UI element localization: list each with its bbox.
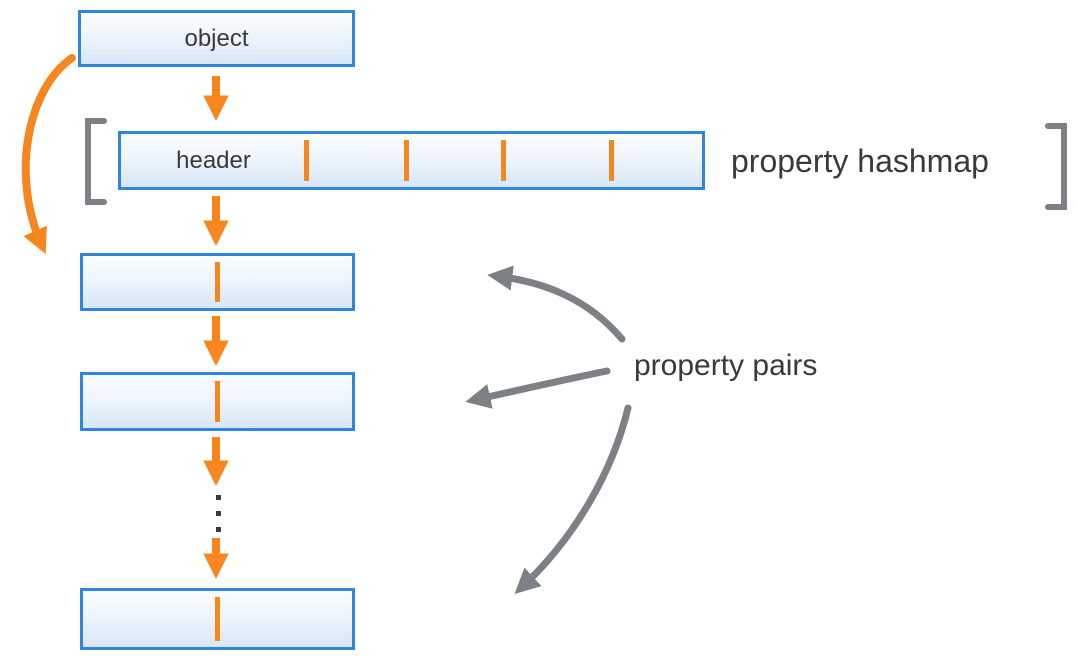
gray-arrow-to-pair2-icon bbox=[465, 367, 611, 409]
right-bracket-icon bbox=[1045, 123, 1067, 210]
hashmap-slot-divider bbox=[404, 140, 409, 181]
vertical-ellipsis-dot bbox=[216, 511, 221, 516]
object-box-label: object bbox=[184, 24, 249, 52]
hashmap-slot-divider bbox=[609, 140, 614, 181]
property-pair-box-1 bbox=[80, 253, 355, 311]
hashmap-slot-divider bbox=[304, 140, 309, 181]
pair-divider bbox=[215, 597, 220, 641]
gray-arrow-to-pair1-icon bbox=[487, 265, 626, 343]
property-hashmap-caption: property hashmap bbox=[731, 143, 989, 179]
vertical-ellipsis-dot bbox=[216, 527, 221, 532]
hashmap-header-label: header bbox=[176, 146, 251, 174]
pair-divider bbox=[215, 262, 220, 302]
gray-arrow-to-pair3-icon bbox=[514, 404, 632, 594]
property-pair-box-3 bbox=[80, 588, 355, 650]
hashmap-slot-divider bbox=[501, 140, 506, 181]
left-bracket-icon bbox=[85, 118, 107, 205]
object-box: object bbox=[78, 10, 355, 67]
hashmap-header-box: header bbox=[118, 131, 705, 190]
property-pairs-caption: property pairs bbox=[634, 349, 818, 382]
pair-divider bbox=[215, 381, 220, 422]
curved-arrow-object-to-pair1-icon bbox=[21, 54, 76, 255]
property-pair-box-2 bbox=[80, 372, 355, 431]
vertical-ellipsis-dot bbox=[216, 495, 221, 500]
